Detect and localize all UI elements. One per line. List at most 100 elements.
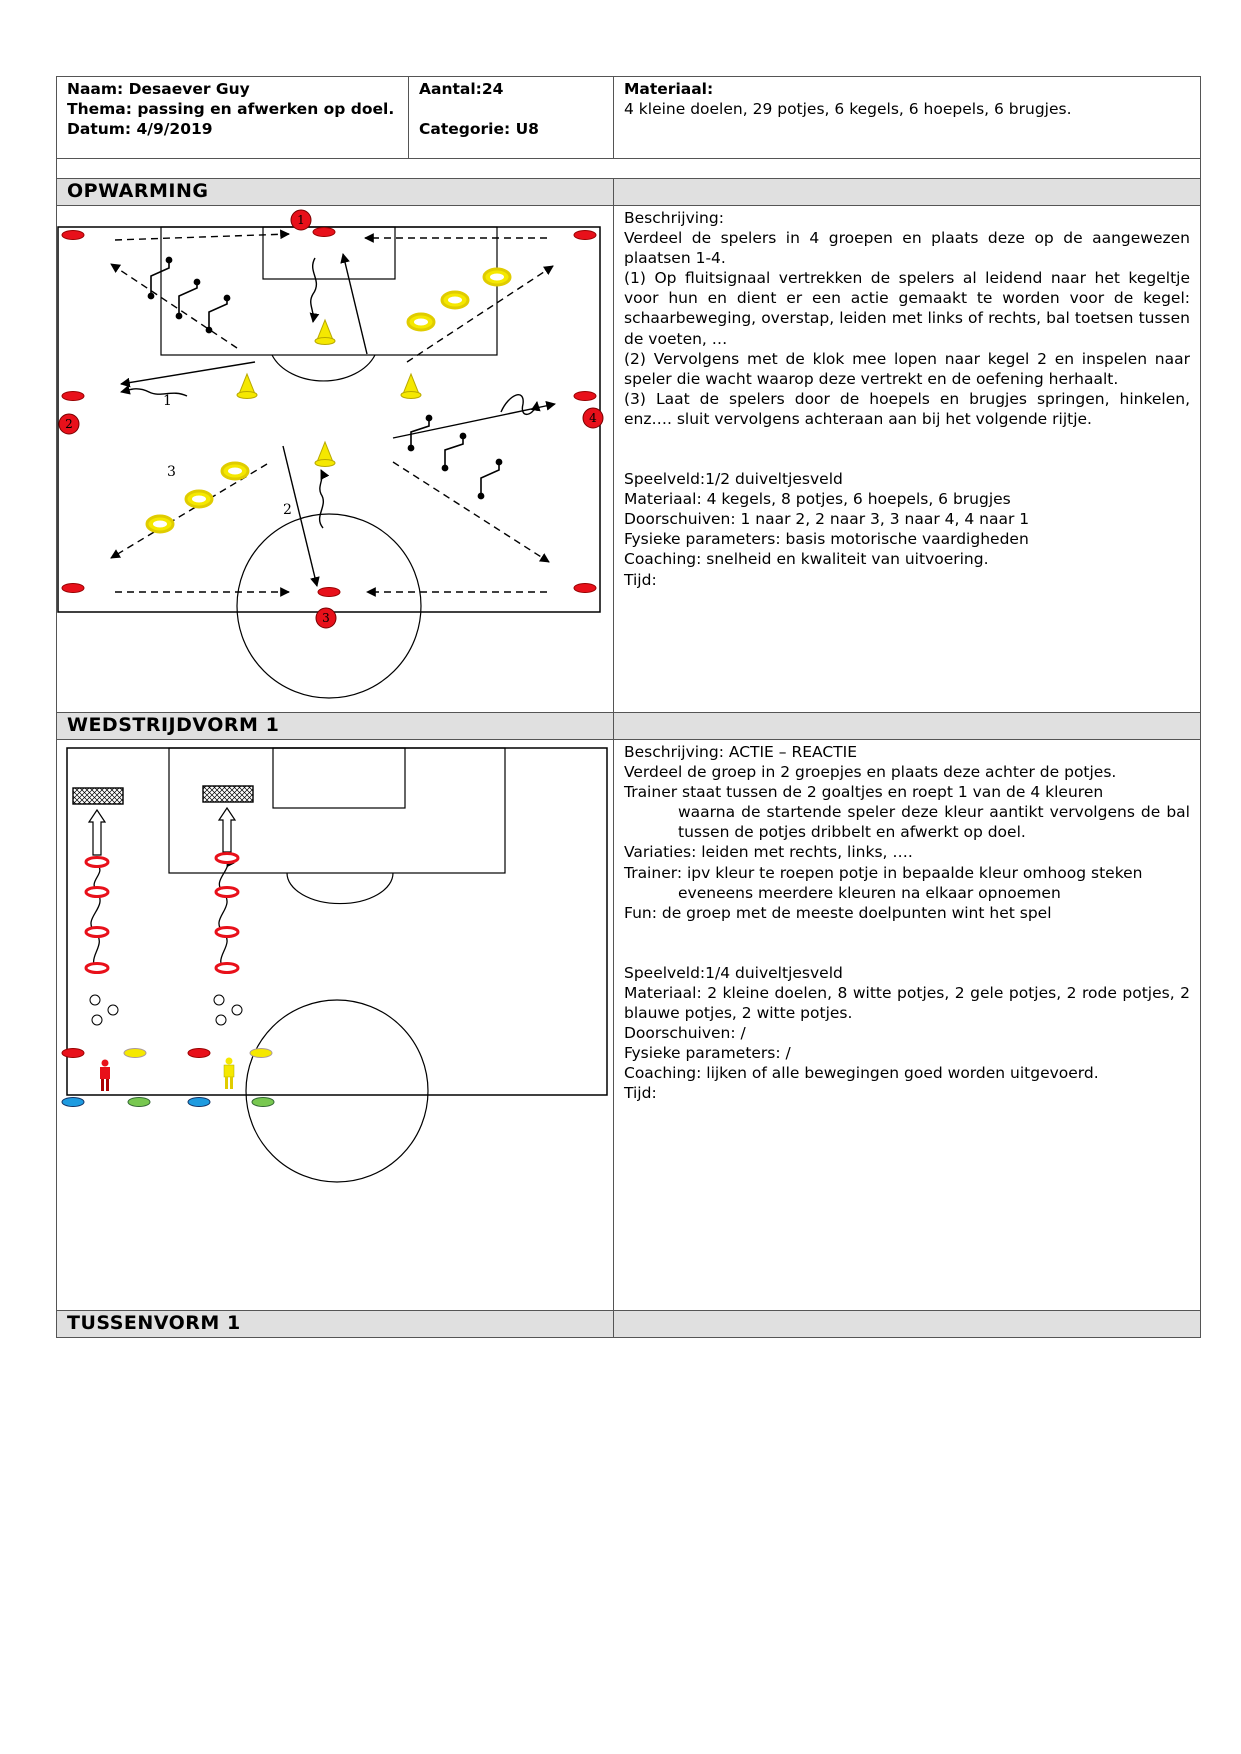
param-line: Coaching: snelheid en kwaliteit van uitv…: [624, 550, 989, 569]
training-sheet: Naam: Desaever Guy Thema: passing en afw…: [56, 76, 1201, 1338]
desc-line: (1) Op fluitsignaal vertrekken de speler…: [624, 269, 1190, 348]
player-yellow: [223, 1057, 235, 1089]
penalty-arc: [286, 872, 394, 905]
station-markers: [58, 209, 604, 629]
dribble-markers: [84, 852, 240, 974]
desc-line: waarna de startende speler deze kleur aa…: [678, 803, 1190, 842]
hurdle: [147, 256, 173, 300]
pass-arrow: [120, 361, 256, 388]
header-row: Naam: Desaever Guy Thema: passing en afw…: [56, 76, 1201, 159]
param-line: Fysieke parameters: /: [624, 1044, 791, 1063]
param-line: Tijd:: [624, 1084, 657, 1103]
dribble-path: [218, 857, 235, 973]
coach-name: Naam: Desaever Guy: [67, 80, 250, 98]
path-arrow: [392, 461, 550, 563]
param-line: Coaching: lijken of alle bewegingen goed…: [624, 1064, 1099, 1083]
param-line: Materiaal: 2 kleine doelen, 8 witte potj…: [624, 983, 1190, 1023]
pass-arrow: [282, 445, 320, 587]
pass-arrow: [392, 401, 556, 439]
diagram-cell-wedstrijdvorm: [56, 739, 614, 1311]
desc-line: Verdeel de spelers in 4 groepen en plaat…: [624, 229, 1190, 268]
player-count: Aantal:24: [419, 80, 504, 98]
session-date: Datum: 4/9/2019: [67, 120, 213, 138]
age-category: Categorie: U8: [419, 120, 539, 138]
dribble-path: [309, 257, 320, 323]
coach-info-cell: Naam: Desaever Guy Thema: passing en afw…: [56, 76, 409, 159]
hurdle: [441, 432, 467, 472]
section-header-opwarming: OPWARMING: [56, 178, 1201, 206]
dribble-path: [500, 394, 541, 415]
path-arrow: [110, 263, 238, 349]
penalty-arc: [271, 354, 376, 382]
param-line: Materiaal: 4 kegels, 8 potjes, 6 hoepels…: [624, 490, 1011, 509]
hurdle: [175, 278, 201, 320]
material-label: Materiaal:: [624, 80, 714, 98]
desc-line: Verdeel de groep in 2 groepjes en plaats…: [624, 763, 1117, 782]
goal-area: [272, 747, 406, 809]
section-title-tussenvorm: TUSSENVORM 1: [56, 1310, 614, 1338]
path-label-1: 1: [163, 393, 172, 409]
station-label-3: 3: [322, 611, 330, 625]
color-markers: [61, 1048, 275, 1107]
section-row-wedstrijdvorm: Beschrijving: ACTIE – REACTIE Verdeel de…: [56, 739, 1201, 1311]
field-outline: [57, 226, 601, 613]
small-goal: [202, 785, 254, 803]
desc-line: Beschrijving:: [624, 209, 724, 227]
section-row-opwarming: 1 2 3 4 1 2 3 Beschrijving: Verdeel de s…: [56, 205, 1201, 713]
section-title-opwarming: OPWARMING: [56, 178, 614, 206]
wedstrijdvorm-diagram: [61, 747, 608, 1183]
param-line: Fysieke parameters: basis motorische vaa…: [624, 530, 1029, 549]
cones: [236, 318, 422, 467]
desc-line: Fun: de groep met de meeste doelpunten w…: [624, 903, 1052, 922]
spacer-row: [56, 158, 1201, 179]
pass-arrow: [340, 253, 368, 355]
hoops: [145, 267, 512, 534]
material-cell: Materiaal: 4 kleine doelen, 29 potjes, 6…: [613, 76, 1201, 159]
dribble-path: [90, 863, 101, 973]
desc-line: (2) Vervolgens met de klok mee lopen naa…: [624, 349, 1190, 388]
station-label-2: 2: [65, 417, 73, 431]
shot-arrow: [87, 808, 107, 856]
station-label-1: 1: [297, 213, 305, 227]
hurdle: [407, 414, 433, 452]
goal-area: [262, 226, 396, 280]
param-line: Speelveld:1/2 duiveltjesveld: [624, 470, 843, 489]
session-theme: Thema: passing en afwerken op doel.: [67, 100, 395, 118]
balls: [89, 994, 243, 1026]
dribble-path: [318, 469, 330, 529]
diagram-cell-opwarming: 1 2 3 4 1 2 3: [56, 205, 614, 713]
shot-arrow: [217, 806, 237, 853]
param-line: Speelveld:1/4 duiveltjesveld: [624, 963, 843, 982]
desc-line: (3) Laat de spelers door de hoepels en b…: [624, 389, 1190, 428]
hurdle: [205, 294, 231, 334]
player-red: [100, 1059, 110, 1091]
section-header-tussenvorm: TUSSENVORM 1: [56, 1310, 1201, 1338]
dribble-path: [120, 385, 188, 397]
description-cell-wedstrijdvorm: Beschrijving: ACTIE – REACTIE Verdeel de…: [613, 739, 1201, 1311]
center-circle: [236, 513, 422, 699]
opwarming-diagram: 1 2 3 4 1 2 3: [57, 209, 604, 699]
markers: [61, 227, 597, 597]
desc-line: Variaties: leiden met rechts, links, ….: [624, 843, 913, 862]
material-value: 4 kleine doelen, 29 potjes, 6 kegels, 6 …: [624, 100, 1072, 118]
path-label-3: 3: [167, 464, 176, 480]
description-cell-opwarming: Beschrijving: Verdeel de spelers in 4 gr…: [613, 205, 1201, 713]
param-line: Tijd:: [624, 570, 657, 589]
path-label-2: 2: [283, 502, 292, 518]
param-line: Doorschuiven: /: [624, 1024, 746, 1043]
param-line: Doorschuiven: 1 naar 2, 2 naar 3, 3 naar…: [624, 510, 1030, 529]
center-circle: [245, 999, 429, 1183]
desc-line: Trainer staat tussen de 2 goaltjes en ro…: [624, 783, 1104, 802]
section-title-wedstrijdvorm: WEDSTRIJDVORM 1: [56, 712, 614, 740]
field-outline: [66, 747, 608, 1096]
desc-line: Beschrijving: ACTIE – REACTIE: [624, 743, 858, 761]
hurdle: [477, 458, 503, 500]
desc-line: Trainer: ipv kleur te roepen potje in be…: [624, 863, 1143, 882]
station-label-4: 4: [589, 411, 597, 425]
desc-line: eveneens meerdere kleuren na elkaar opno…: [678, 883, 1061, 902]
path-arrow: [114, 229, 290, 241]
path-arrow: [406, 265, 554, 363]
group-info-cell: Aantal:24 Categorie: U8: [408, 76, 614, 159]
section-header-wedstrijdvorm: WEDSTRIJDVORM 1: [56, 712, 1201, 740]
small-goal: [72, 787, 124, 805]
